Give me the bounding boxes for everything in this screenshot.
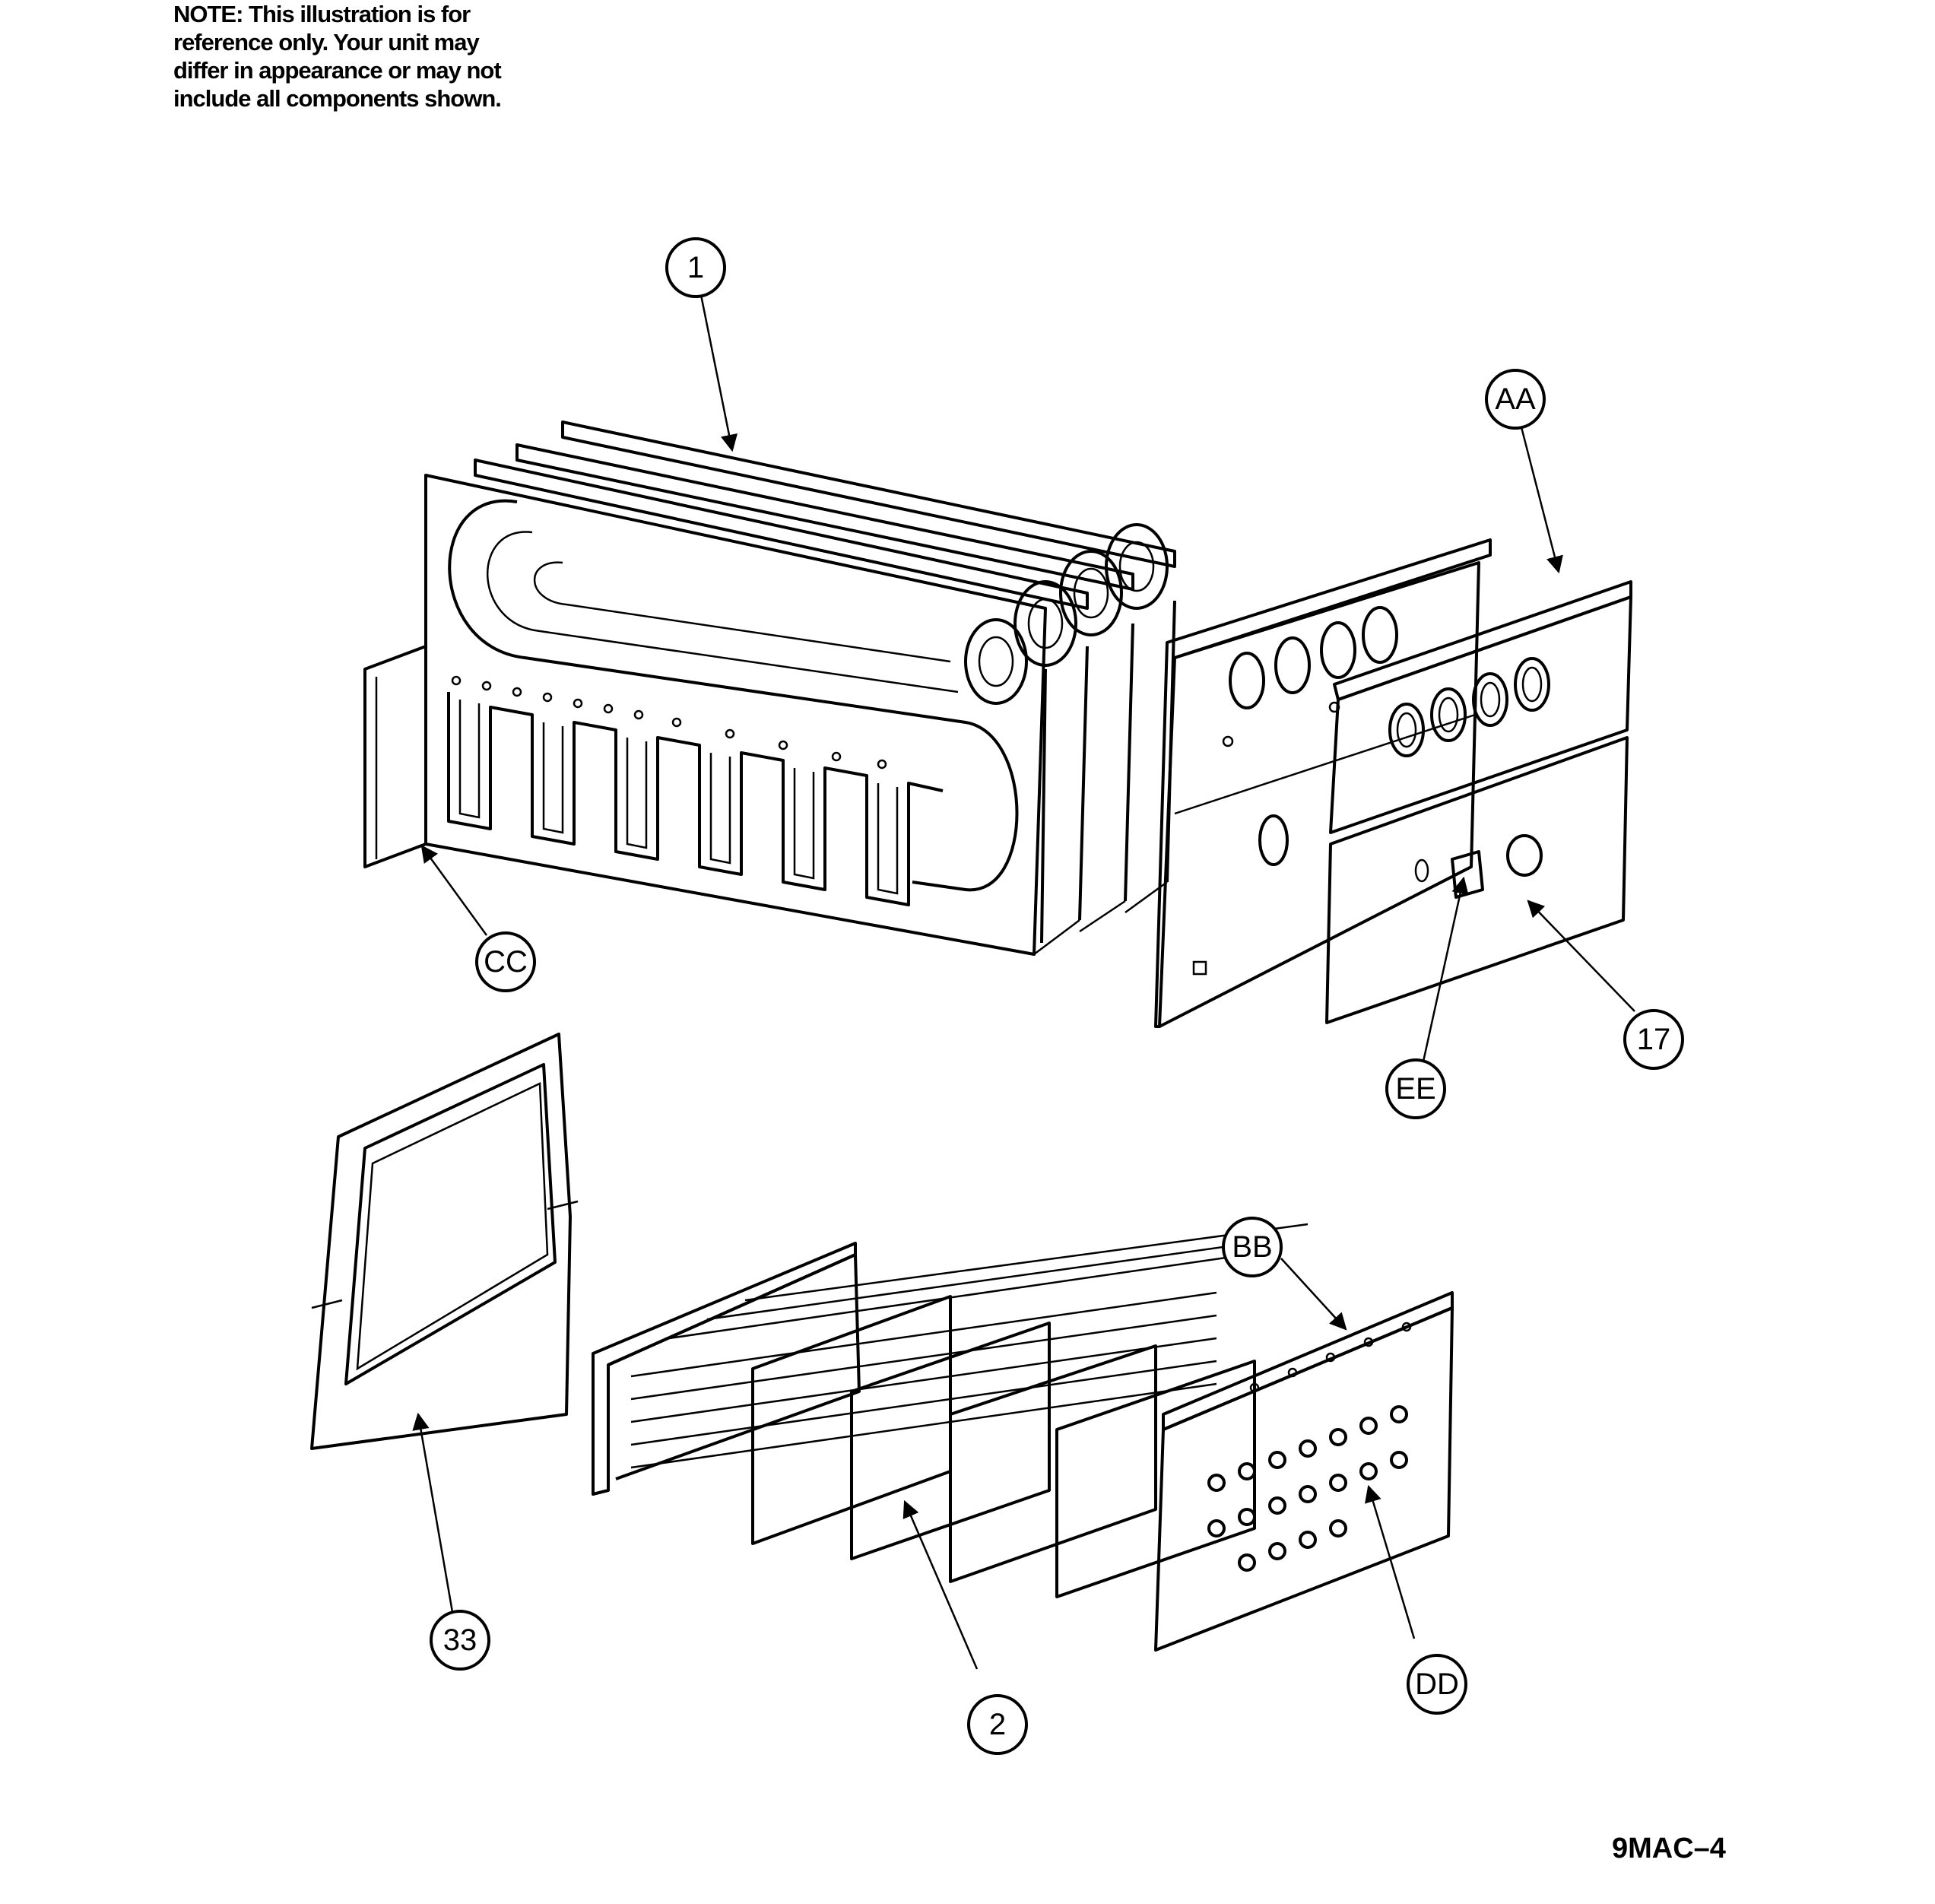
note-line: differ in appearance or may not bbox=[173, 57, 502, 84]
callout-dd: DD bbox=[1407, 1654, 1467, 1715]
callout-17: 17 bbox=[1623, 1009, 1684, 1070]
outlet-collars bbox=[964, 523, 1169, 705]
callout-label: CC bbox=[484, 945, 528, 979]
callout-ee: EE bbox=[1385, 1058, 1446, 1119]
callout-bb: BB bbox=[1222, 1217, 1283, 1277]
note-line: reference only. Your unit may bbox=[173, 29, 480, 56]
note-line: NOTE: This illustration is for bbox=[173, 1, 471, 27]
callout-label: DD bbox=[1415, 1668, 1459, 1701]
callout-label: 33 bbox=[443, 1623, 477, 1657]
callout-label: BB bbox=[1232, 1230, 1272, 1264]
callout-aa: AA bbox=[1485, 369, 1546, 430]
manifold-holes bbox=[1249, 1322, 1412, 1393]
callout-label: EE bbox=[1395, 1072, 1435, 1106]
callout-cc: CC bbox=[475, 931, 536, 992]
reference-note: NOTE: This illustration is for reference… bbox=[173, 0, 569, 113]
callout-label: 17 bbox=[1637, 1023, 1671, 1056]
rim-holes bbox=[451, 675, 887, 770]
heat-exchanger bbox=[363, 420, 1176, 956]
callout-label: 2 bbox=[989, 1708, 1006, 1741]
vestibule-panel-right bbox=[1325, 580, 1632, 1024]
callout-1: 1 bbox=[665, 237, 726, 298]
callout-label: 1 bbox=[687, 251, 704, 284]
orifice-spuds bbox=[1207, 1405, 1408, 1572]
burner-assembly bbox=[592, 1223, 1454, 1652]
vestibule-panel-left bbox=[1154, 538, 1492, 1028]
figure-code: 9MAC–4 bbox=[1612, 1833, 1726, 1864]
leader-lines bbox=[412, 287, 1635, 1670]
note-line: include all components shown. bbox=[173, 85, 502, 112]
burner-box-seal bbox=[310, 1033, 579, 1450]
callout-label: AA bbox=[1495, 382, 1536, 416]
callout-33: 33 bbox=[430, 1610, 490, 1671]
callout-2: 2 bbox=[967, 1694, 1028, 1755]
